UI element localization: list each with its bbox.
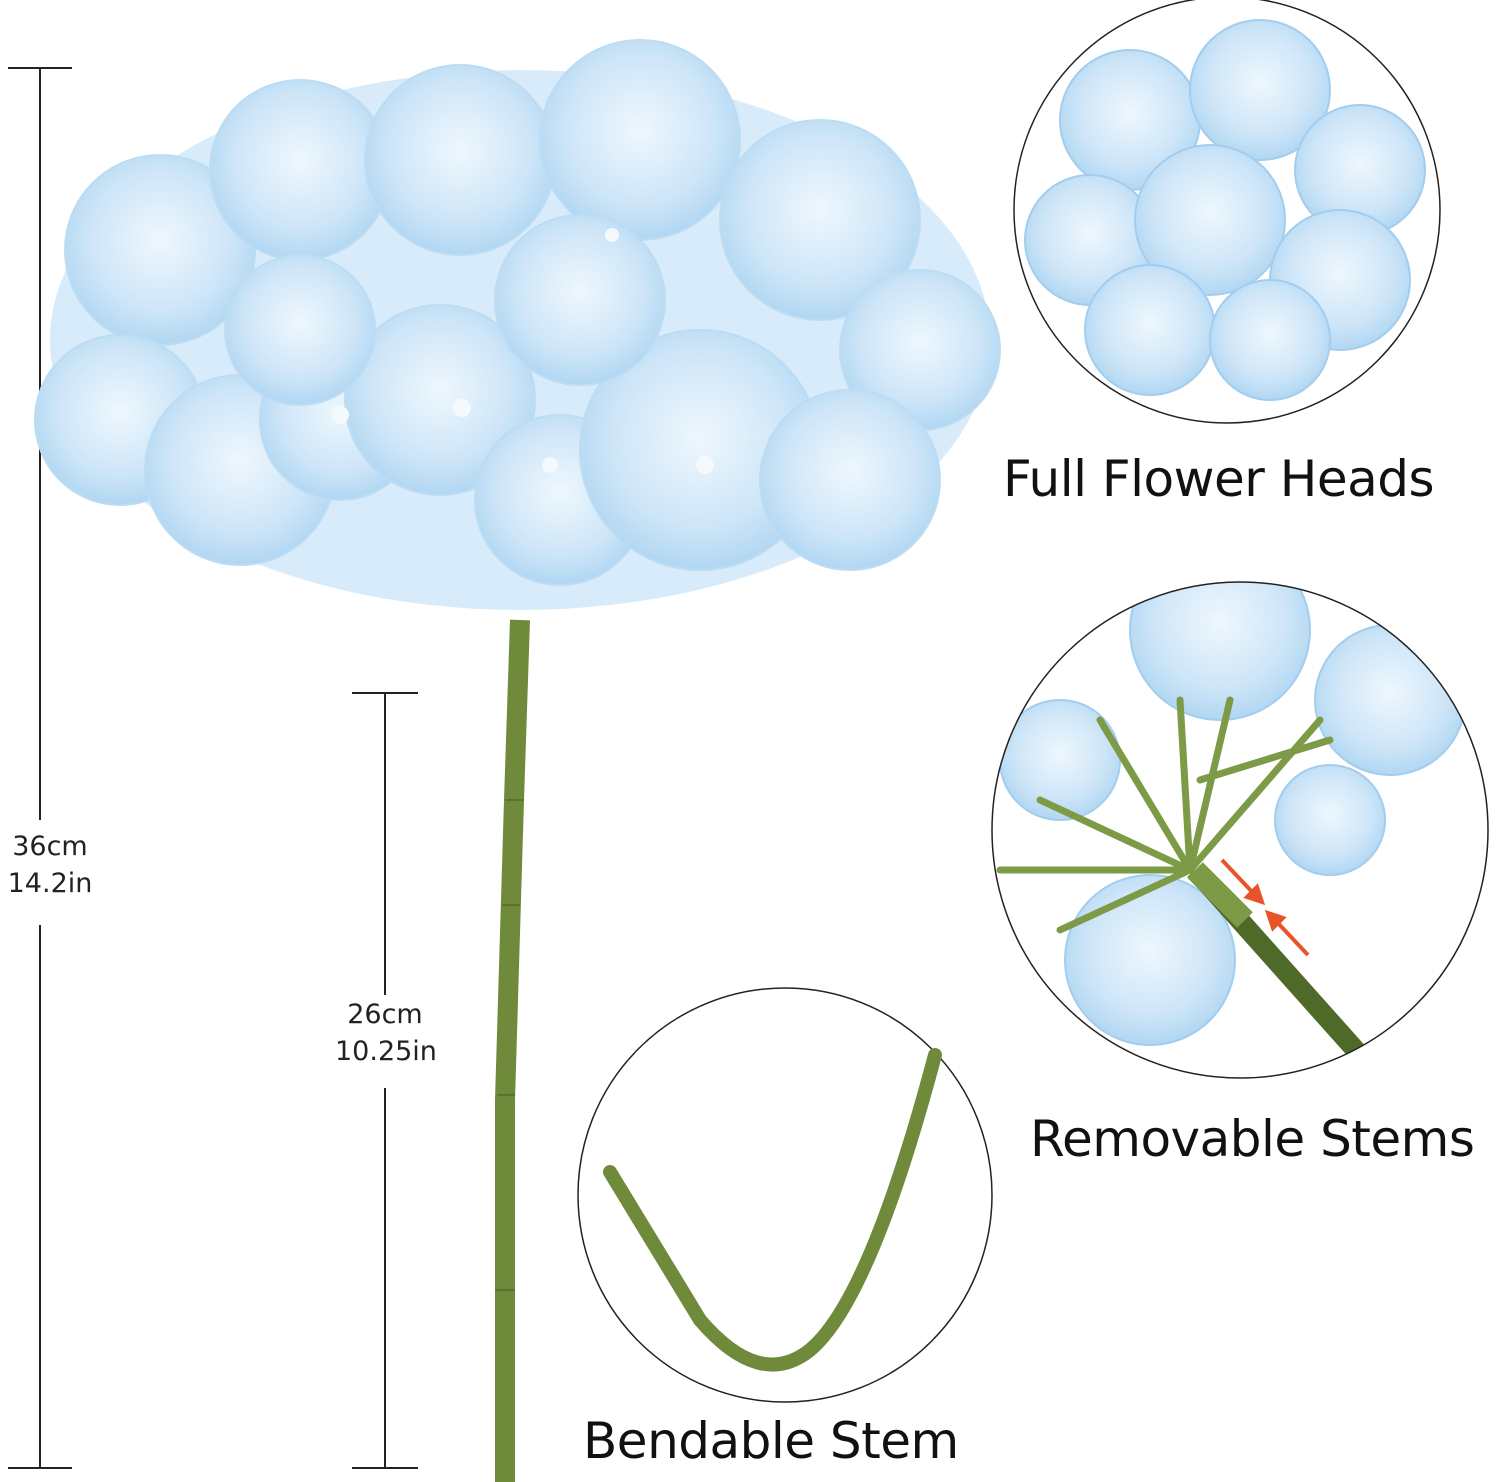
bendable-stem-label: Bendable Stem bbox=[583, 1412, 959, 1470]
bendable-stem-photo bbox=[577, 987, 993, 1403]
stem-length-cm: 26cm bbox=[347, 999, 423, 1030]
total-height-in: 14.2in bbox=[7, 868, 93, 899]
removal-arrows-icon bbox=[1220, 858, 1310, 957]
total-height-label: 36cm 14.2in bbox=[0, 828, 100, 902]
stem-length-dimension-line bbox=[352, 692, 418, 1469]
stem-length-label: 26cm 10.25in bbox=[335, 996, 437, 1070]
full-flower-heads-label: Full Flower Heads bbox=[1003, 450, 1435, 508]
removable-stems-photo bbox=[991, 581, 1489, 1079]
stem-length-in: 10.25in bbox=[335, 1036, 437, 1067]
removable-stems-label: Removable Stems bbox=[1030, 1110, 1475, 1168]
main-stem bbox=[495, 619, 530, 1482]
full-flower-heads-photo bbox=[1013, 0, 1441, 424]
total-height-dimension-line bbox=[8, 67, 72, 1469]
hydrangea-flower-head bbox=[34, 39, 1001, 610]
total-height-cm: 36cm bbox=[12, 831, 88, 862]
